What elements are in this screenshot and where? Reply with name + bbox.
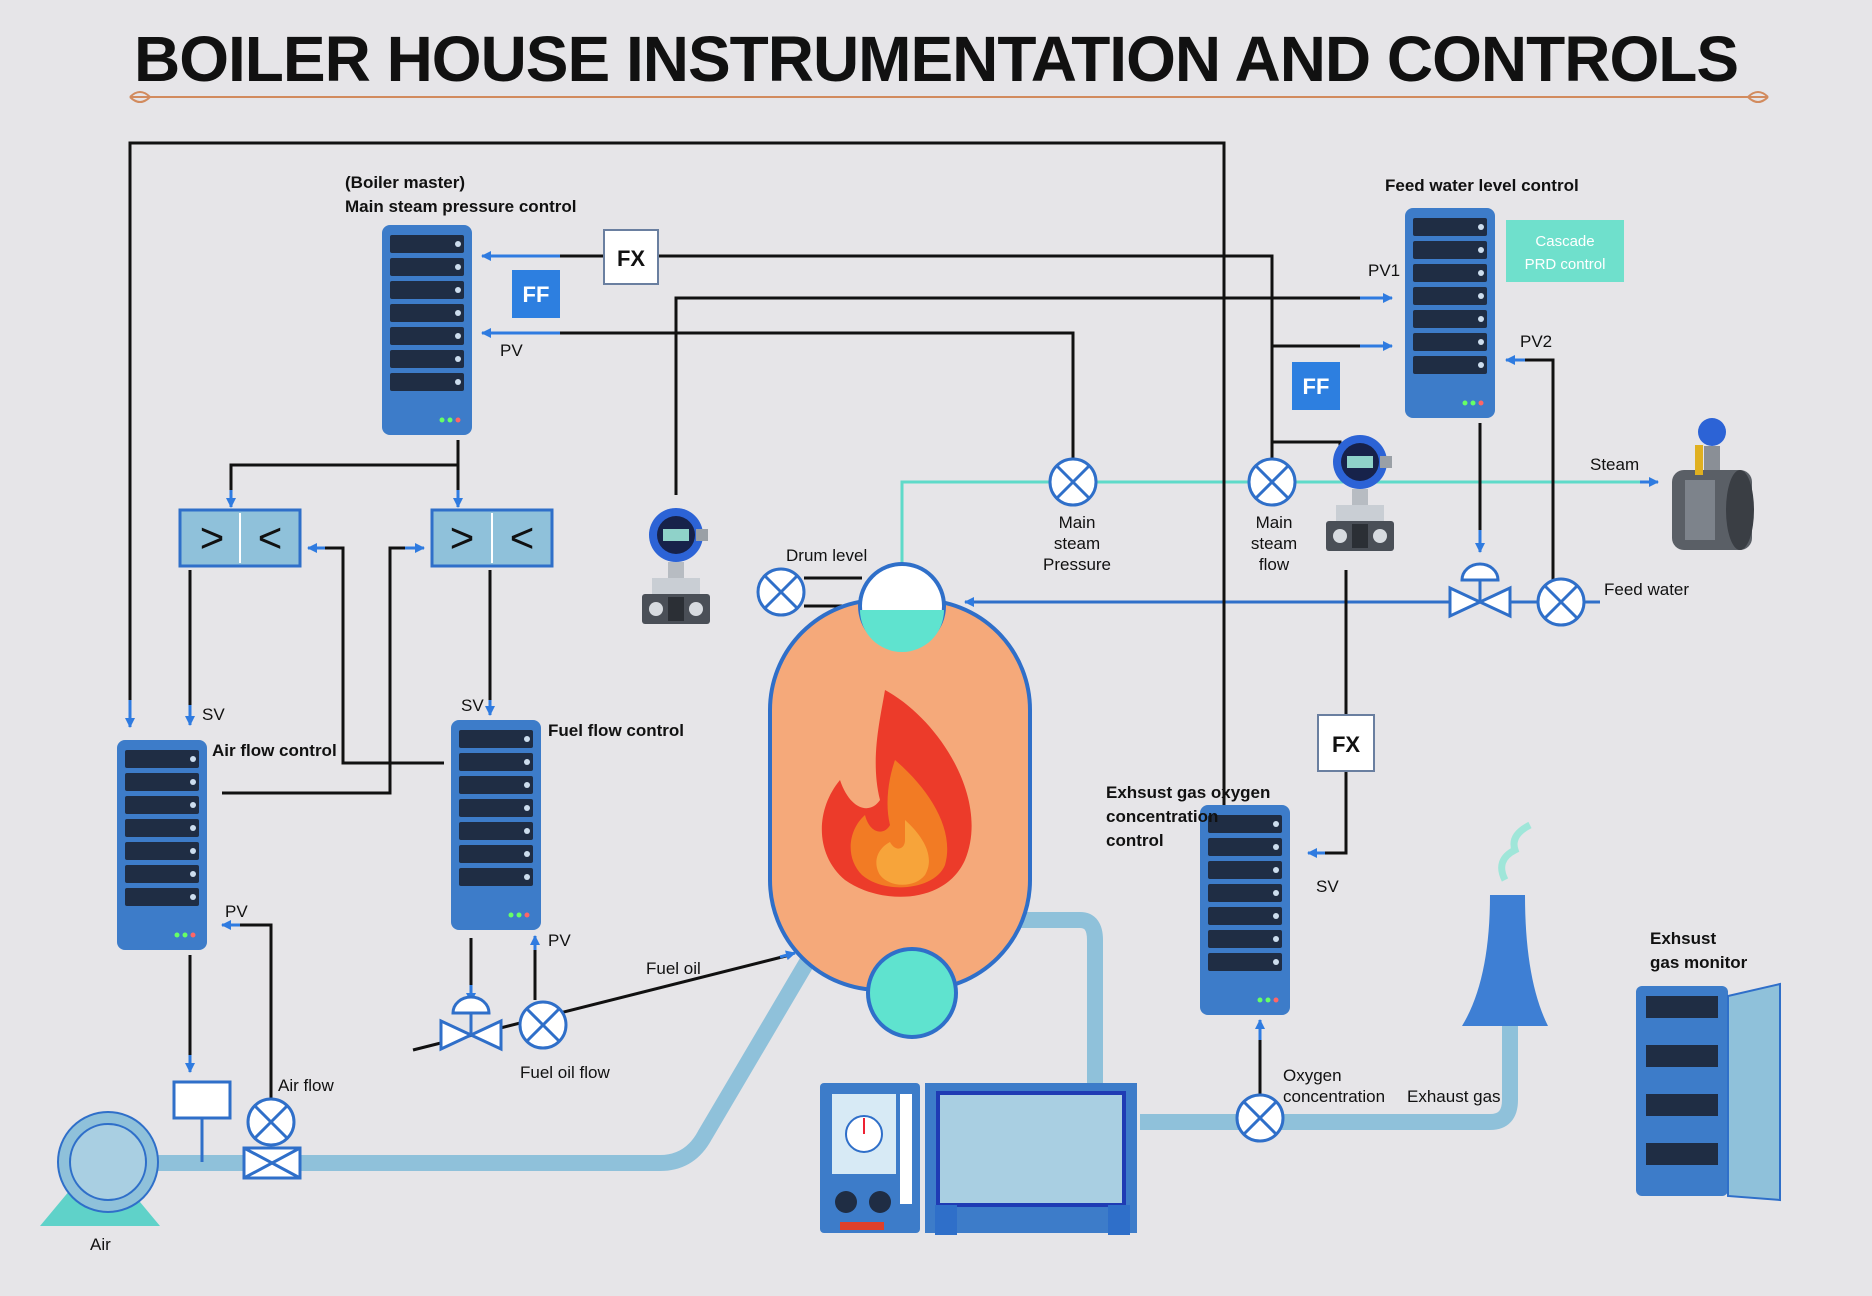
main-steam-pressure-sensor-icon[interactable] [1048, 457, 1098, 507]
fuel-sv-label: SV [461, 696, 484, 715]
main-steam-flow-label-1: Main [1256, 513, 1293, 532]
page-title: BOILER HOUSE INSTRUMENTATION AND CONTROL… [134, 23, 1739, 95]
drum-level-label: Drum level [786, 546, 867, 565]
main-steam-pressure-controller[interactable] [382, 225, 472, 435]
fuel-oil-flow-sensor-icon[interactable] [518, 1000, 568, 1050]
ff-box-feedwater[interactable]: FF [1292, 362, 1340, 410]
air-label: Air [90, 1235, 111, 1254]
exhaust-gas-label: Exhaust gas [1407, 1087, 1501, 1106]
cascade-prd-box[interactable]: Cascade PRD control [1506, 220, 1624, 282]
comparator-right[interactable]: > < [430, 508, 554, 568]
fuel-flow-controller[interactable] [451, 720, 541, 930]
exhaust-oxygen-label-3: control [1106, 831, 1164, 850]
feed-water-sensor-icon[interactable] [1536, 577, 1586, 627]
mud-drum [866, 947, 958, 1039]
main-steam-flow-sensor-icon[interactable] [1247, 457, 1297, 507]
svg-text:Cascade: Cascade [1535, 233, 1594, 250]
oxygen-sv-label: SV [1316, 877, 1339, 896]
svg-text:FF: FF [1303, 374, 1330, 399]
exhaust-oxygen-label-2: concentration [1106, 807, 1218, 826]
fuel-flow-control-label: Fuel flow control [548, 721, 684, 740]
steam-label: Steam [1590, 455, 1639, 474]
air-flow-label: Air flow [278, 1076, 334, 1095]
air-damper-icon[interactable] [172, 1080, 302, 1180]
steam-line [900, 480, 1655, 570]
monitor-label-1: Exhsust [1650, 929, 1716, 948]
air-flow-control-label: Air flow control [212, 741, 337, 760]
signal-wires [125, 141, 1555, 1102]
exhaust-oxygen-label-1: Exhsust gas oxygen [1106, 783, 1270, 802]
exhaust-oxygen-controller[interactable] [1200, 805, 1290, 1015]
fuel-oil-valve-icon[interactable] [439, 995, 503, 1051]
svg-text:PRD control: PRD control [1525, 256, 1606, 273]
main-steam-pressure-label-3: Pressure [1043, 555, 1111, 574]
fx-box-top[interactable]: FX [603, 229, 659, 285]
fuel-oil-flow-label: Fuel oil flow [520, 1063, 610, 1082]
chimney-icon [1462, 821, 1548, 1026]
comparator-lt: < [510, 514, 535, 561]
exhaust-gas-monitor-icon [1636, 982, 1781, 1202]
svg-text:FF: FF [523, 282, 550, 307]
oxygen-label-2: concentration [1283, 1087, 1385, 1106]
fuel-pv-label: PV [548, 931, 571, 950]
air-flow-controller[interactable] [117, 740, 207, 950]
air-pv-label: PV [225, 902, 248, 921]
master-pv-label: PV [500, 341, 523, 360]
boiler [768, 562, 1032, 1039]
drum-level-sensor-icon[interactable] [756, 567, 806, 617]
main-steam-pressure-control-label: Main steam pressure control [345, 197, 576, 216]
monitor-label-2: gas monitor [1650, 953, 1748, 972]
comparator-left[interactable]: > < [178, 508, 302, 568]
fx-box-bottom[interactable]: FX [1317, 714, 1375, 772]
fuel-oil-label: Fuel oil [646, 959, 701, 978]
feed-water-label: Feed water [1604, 580, 1689, 599]
pv1-label: PV1 [1368, 261, 1400, 280]
comparator-gt: > [450, 514, 475, 561]
main-steam-flow-label-2: steam [1251, 534, 1297, 553]
comparator-gt: > [200, 514, 225, 561]
main-steam-flow-label-3: flow [1259, 555, 1290, 574]
oxygen-sensor-icon[interactable] [1235, 1093, 1285, 1143]
oxygen-label-1: Oxygen [1283, 1066, 1342, 1085]
boiler-control-panel-icon [820, 1083, 1137, 1235]
drum-level-transmitter-icon[interactable] [642, 508, 710, 624]
main-steam-pressure-label-2: steam [1054, 534, 1100, 553]
feed-water-level-control-label: Feed water level control [1385, 176, 1579, 195]
air-fuel-pipe [150, 912, 1518, 1171]
svg-text:FX: FX [617, 246, 645, 271]
ff-box-master[interactable]: FF [512, 270, 560, 318]
comparator-lt: < [258, 514, 283, 561]
feed-water-valve-icon[interactable] [1448, 562, 1512, 618]
main-steam-pressure-label-1: Main [1059, 513, 1096, 532]
steam-flow-meter-icon [1672, 418, 1754, 550]
main-steam-flow-transmitter-icon[interactable] [1326, 435, 1394, 551]
flame-icon [821, 690, 972, 897]
air-blower-icon [40, 1111, 160, 1226]
steam-drum [858, 562, 946, 652]
boiler-master-label: (Boiler master) [345, 173, 465, 192]
pv2-label: PV2 [1520, 332, 1552, 351]
air-sv-label: SV [202, 705, 225, 724]
feed-water-level-controller[interactable] [1405, 208, 1495, 418]
title-rule [129, 91, 1769, 103]
svg-text:FX: FX [1332, 732, 1360, 757]
air-flow-sensor-icon[interactable] [246, 1097, 296, 1147]
